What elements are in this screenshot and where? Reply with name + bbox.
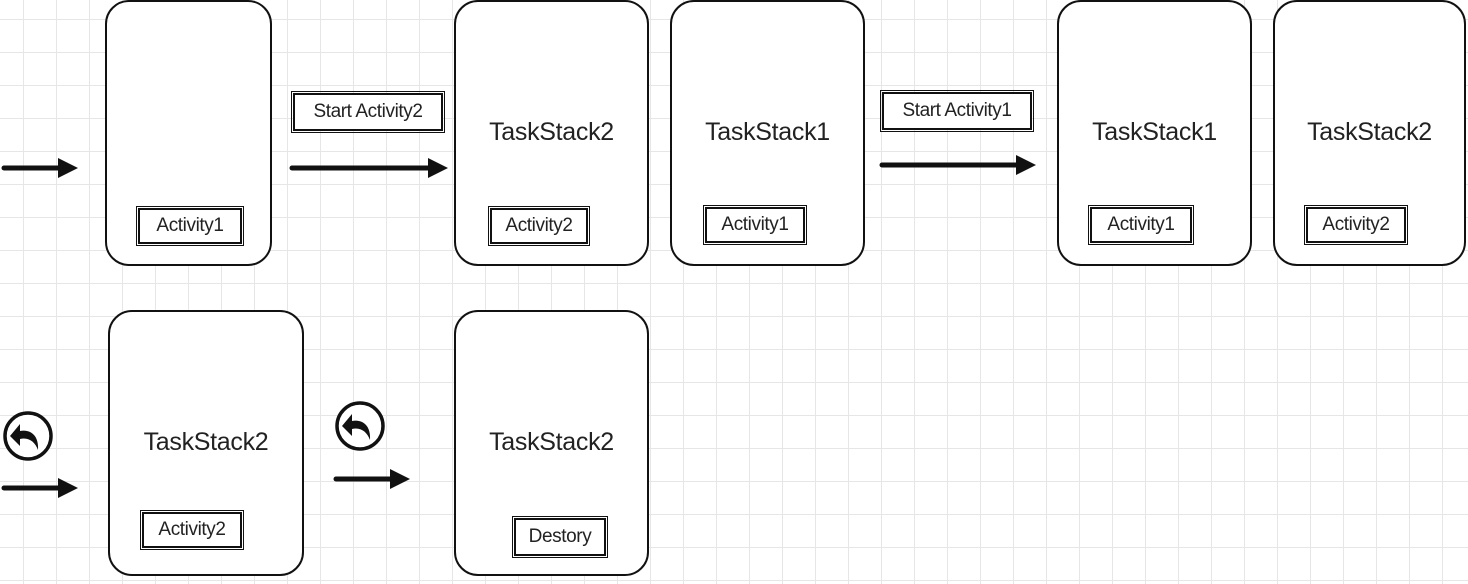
activity1-tag: Activity1 (136, 206, 244, 246)
activity2-tag: Activity2 (1304, 205, 1408, 245)
screen-taskstack1: TaskStack1 Activity1 (670, 0, 865, 266)
screen-taskstack2-destroyed: TaskStack2 Destory (454, 310, 649, 576)
start-activity1-label: Start Activity1 (880, 90, 1034, 132)
taskstack2-title: TaskStack2 (489, 428, 614, 456)
back-arrow-icon (3, 411, 53, 461)
start-activity2-label: Start Activity2 (291, 91, 445, 133)
taskstack2-title: TaskStack2 (1307, 118, 1432, 146)
screen-taskstack2-result: TaskStack2 Activity2 (1273, 0, 1466, 266)
screen-activity1-initial: Activity1 (105, 0, 272, 266)
back-arrow-1 (1, 478, 78, 498)
back-arrow-2 (333, 469, 410, 489)
destroy-tag: Destory (512, 516, 608, 558)
back-arrow-icon (335, 401, 385, 451)
taskstack1-title: TaskStack1 (705, 118, 830, 146)
start-activity1-arrow (879, 155, 1036, 175)
screen-taskstack2-after-back: TaskStack2 Activity2 (108, 310, 304, 576)
activity1-tag: Activity1 (1088, 205, 1194, 245)
activity1-tag: Activity1 (703, 205, 807, 245)
screen-taskstack1-result: TaskStack1 Activity1 (1057, 0, 1252, 266)
start-activity2-arrow (289, 158, 448, 178)
activity2-tag: Activity2 (140, 510, 244, 550)
entry-arrow (1, 158, 78, 178)
taskstack1-title: TaskStack1 (1092, 118, 1217, 146)
screen-taskstack2: TaskStack2 Activity2 (454, 0, 649, 266)
activity2-tag: Activity2 (488, 206, 590, 246)
taskstack2-title: TaskStack2 (143, 428, 269, 456)
taskstack2-title: TaskStack2 (489, 118, 614, 146)
